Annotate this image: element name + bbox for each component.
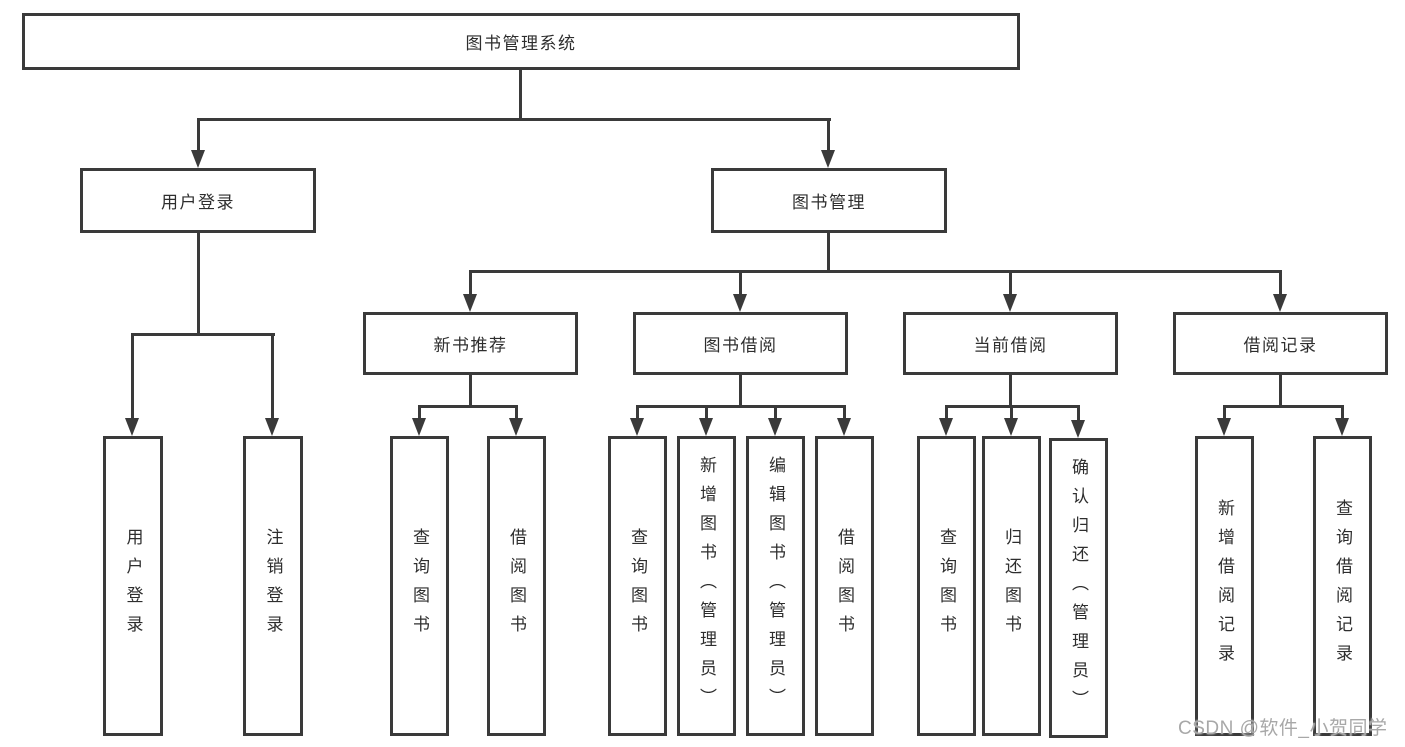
connector-line [469, 270, 1282, 273]
connector-line [1077, 407, 1080, 420]
node-current-borrow: 当前借阅 [903, 312, 1118, 375]
connector-line [515, 407, 518, 420]
arrow-down-icon [699, 418, 713, 436]
connector-line [1223, 405, 1344, 408]
connector-line [1341, 407, 1344, 420]
arrow-down-icon [463, 294, 477, 312]
leaf-logout-login-label: 注销登录 [263, 528, 283, 644]
connector-line [519, 70, 522, 120]
connector-line [1010, 407, 1013, 420]
leaf-current-confirm-return: 确认归还（管理员） [1049, 438, 1108, 738]
connector-line [197, 118, 831, 121]
node-borrow-record-label: 借阅记录 [1243, 336, 1318, 355]
connector-line [843, 407, 846, 420]
connector-line [705, 407, 708, 420]
arrow-down-icon [1335, 418, 1349, 436]
connector-line [418, 405, 518, 408]
arrow-down-icon [821, 150, 835, 168]
connector-line [636, 407, 639, 420]
connector-line [1009, 272, 1012, 296]
connector-line [636, 405, 846, 408]
connector-line [1223, 407, 1226, 420]
node-book-management: 图书管理 [711, 168, 947, 233]
connector-line [827, 120, 830, 152]
arrow-down-icon [265, 418, 279, 436]
leaf-borrow-borrow-book: 借阅图书 [815, 436, 874, 736]
node-book-borrow-label: 图书借阅 [703, 336, 778, 355]
connector-line [739, 375, 742, 407]
leaf-user-login: 用户登录 [103, 436, 163, 736]
leaf-borrow-query-book: 查询图书 [608, 436, 667, 736]
connector-line [131, 335, 134, 419]
arrow-down-icon [1071, 420, 1085, 438]
arrow-down-icon [412, 418, 426, 436]
arrow-down-icon [1217, 418, 1231, 436]
arrow-down-icon [630, 418, 644, 436]
arrow-down-icon [733, 294, 747, 312]
leaf-current-query-book-label: 查询图书 [937, 528, 956, 644]
node-new-book-recommend-label: 新书推荐 [433, 336, 508, 355]
arrow-down-icon [939, 418, 953, 436]
node-root-label: 图书管理系统 [465, 34, 577, 53]
leaf-record-query: 查询借阅记录 [1313, 436, 1372, 736]
connector-line [1279, 375, 1282, 407]
node-user-login: 用户登录 [80, 168, 316, 233]
leaf-borrow-edit-book: 编辑图书（管理员） [746, 436, 805, 736]
arrow-down-icon [191, 150, 205, 168]
leaf-record-add: 新增借阅记录 [1195, 436, 1254, 736]
connector-line [271, 335, 274, 419]
arrow-down-icon [1003, 294, 1017, 312]
connector-line [827, 233, 830, 272]
leaf-recommend-query-book: 查询图书 [390, 436, 449, 736]
node-book-borrow: 图书借阅 [633, 312, 848, 375]
leaf-borrow-add-book-label: 新增图书（管理员） [697, 455, 716, 717]
connector-line [1009, 375, 1012, 407]
arrow-down-icon [768, 418, 782, 436]
connector-line [131, 333, 275, 336]
leaf-logout-login: 注销登录 [243, 436, 303, 736]
node-current-borrow-label: 当前借阅 [973, 336, 1048, 355]
arrow-down-icon [509, 418, 523, 436]
leaf-recommend-borrow-book-label: 借阅图书 [507, 528, 526, 644]
leaf-record-add-label: 新增借阅记录 [1215, 499, 1234, 673]
connector-line [739, 272, 742, 296]
arrow-down-icon [837, 418, 851, 436]
connector-line [945, 405, 1080, 408]
connector-line [469, 375, 472, 407]
arrow-down-icon [1004, 418, 1018, 436]
connector-line [418, 407, 421, 420]
leaf-borrow-add-book: 新增图书（管理员） [677, 436, 736, 736]
connector-line [1279, 272, 1282, 296]
arrow-down-icon [125, 418, 139, 436]
node-root: 图书管理系统 [22, 13, 1020, 70]
leaf-current-return-book: 归还图书 [982, 436, 1041, 736]
leaf-borrow-borrow-book-label: 借阅图书 [835, 528, 854, 644]
node-borrow-record: 借阅记录 [1173, 312, 1388, 375]
arrow-down-icon [1273, 294, 1287, 312]
leaf-recommend-query-book-label: 查询图书 [410, 528, 429, 644]
connector-line [945, 407, 948, 420]
leaf-current-confirm-return-label: 确认归还（管理员） [1069, 457, 1088, 719]
node-user-login-label: 用户登录 [161, 193, 235, 212]
leaf-recommend-borrow-book: 借阅图书 [487, 436, 546, 736]
leaf-record-query-label: 查询借阅记录 [1333, 499, 1352, 673]
leaf-borrow-query-book-label: 查询图书 [628, 528, 647, 644]
connector-line [197, 120, 200, 152]
csdn-watermark: CSDN @软件_小贺同学 [1178, 718, 1388, 739]
node-book-management-label: 图书管理 [792, 193, 866, 212]
connector-line [197, 233, 200, 335]
leaf-current-query-book: 查询图书 [917, 436, 976, 736]
leaf-current-return-book-label: 归还图书 [1002, 528, 1021, 644]
leaf-user-login-label: 用户登录 [123, 528, 143, 644]
leaf-borrow-edit-book-label: 编辑图书（管理员） [766, 455, 785, 717]
node-new-book-recommend: 新书推荐 [363, 312, 578, 375]
connector-line [469, 272, 472, 296]
connector-line [774, 407, 777, 420]
